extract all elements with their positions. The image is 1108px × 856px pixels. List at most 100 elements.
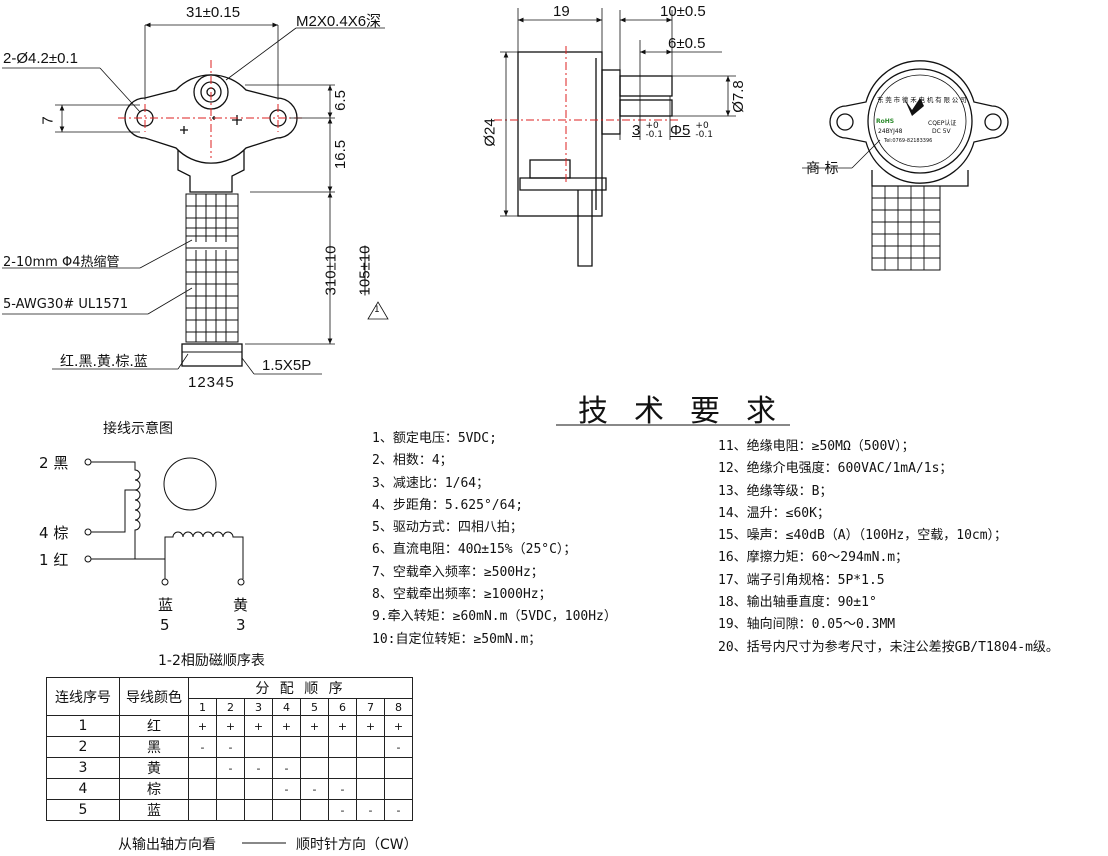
side-dimension-lines <box>500 8 736 217</box>
cell <box>384 778 413 800</box>
spec-item: 11、绝缘电阻：≥50MΩ（500V）； <box>718 439 915 454</box>
row-no: 2 <box>46 736 120 758</box>
cell <box>272 736 301 758</box>
table-row: 3 黄 - - - <box>46 757 413 779</box>
row-no: 4 <box>46 778 120 800</box>
front-dimension-lines <box>2 22 389 375</box>
step-header: 2 <box>216 698 245 716</box>
table-row: 4 棕 - - - <box>46 778 413 800</box>
row-no: 5 <box>46 799 120 821</box>
spec-item: 10:自定位转矩：≥50mN.m； <box>372 631 542 647</box>
spec-item: 4、步距角：5.625°/64; <box>372 497 524 513</box>
note-mark: 1 <box>374 305 380 315</box>
dim-7: 7 <box>39 116 57 125</box>
pin2-color: 黑 <box>53 454 69 472</box>
trademark-label: 商 标 <box>806 161 839 177</box>
sequence-table-title: 1-2相励磁顺序表 <box>158 653 265 669</box>
spec-item: 7、空载牵入频率：≥500Hz； <box>372 564 544 580</box>
step-header: 7 <box>356 698 385 716</box>
step-header: 6 <box>328 698 357 716</box>
table-row: 1 红 + + + + + + + + <box>46 715 413 737</box>
dim-10: 10±0.5 <box>660 3 706 20</box>
tol-3-base: 3 <box>632 122 641 139</box>
col-wire-color: 导线颜色 <box>119 677 189 716</box>
cell <box>272 799 301 821</box>
cell: + <box>272 715 301 737</box>
cell: + <box>384 715 413 737</box>
spec-item: 15、噪声：≤40dB（A）（100Hz，空载，10cm）； <box>718 528 1008 544</box>
footer-left: 从输出轴方向看 <box>118 837 216 853</box>
tol-3-upper: +0 <box>645 120 659 131</box>
cell <box>216 778 245 800</box>
cell <box>188 778 217 800</box>
tol-3: 3 +0 -0.1 <box>632 120 663 140</box>
row-color: 蓝 <box>119 799 189 821</box>
cell <box>244 799 273 821</box>
cell <box>356 736 385 758</box>
pin5-color: 蓝 <box>158 596 174 614</box>
cell: + <box>356 715 385 737</box>
dim-screw: M2X0.4X6深 <box>296 13 382 30</box>
cell <box>300 799 329 821</box>
badge-voltage: DC 5V <box>932 128 951 135</box>
dim-19: 19 <box>553 3 570 20</box>
pin4-label: 4 棕 <box>39 522 68 543</box>
step-header: 3 <box>244 698 273 716</box>
pin-numbers: 12345 <box>188 374 235 391</box>
dim-6-5: 6.5 <box>331 90 349 111</box>
dim-cable-alt: 105±10 <box>356 245 374 296</box>
pin3-num: 3 <box>236 616 246 634</box>
cell: - <box>244 757 273 779</box>
cell: + <box>328 715 357 737</box>
dim-16-5: 16.5 <box>332 139 350 170</box>
step-header: 8 <box>384 698 413 716</box>
pin1-color: 红 <box>53 551 69 569</box>
badge-text-arc: 东 莞 市 德 禾 电 机 有 限 公 司 <box>877 95 967 104</box>
cell <box>300 736 329 758</box>
spec-item: 12、绝缘介电强度：600VAC/1mA/1s； <box>718 461 953 477</box>
cell <box>384 757 413 779</box>
spec-item: 9.牵入转矩：≥60mN.m（5VDC，100Hz） <box>372 609 617 625</box>
spec-item: 8、空载牵出频率：≥1000Hz； <box>372 587 552 603</box>
spec-item: 19、轴向间隙：0.05～0.3MM <box>718 617 896 633</box>
step-header: 1 <box>188 698 217 716</box>
pin4-num: 4 <box>39 524 49 542</box>
spec-list-right: 11、绝缘电阻：≥50MΩ（500V）； 12、绝缘介电强度：600VAC/1m… <box>718 436 1059 659</box>
cell <box>188 757 217 779</box>
pin1-label: 1 红 <box>39 549 68 570</box>
cell <box>356 757 385 779</box>
cell: - <box>272 778 301 800</box>
pin4-color: 棕 <box>53 524 69 542</box>
wiring-title: 接线示意图 <box>103 421 173 437</box>
spec-item: 5、驱动方式：四相八拍； <box>372 520 523 536</box>
cell: - <box>328 799 357 821</box>
logo-mark <box>904 98 924 116</box>
row-color: 红 <box>119 715 189 737</box>
dim-cable-length: 310±10 <box>322 245 340 296</box>
cell: - <box>272 757 301 779</box>
step-header: 5 <box>300 698 329 716</box>
row-color: 黑 <box>119 736 189 758</box>
cell <box>244 778 273 800</box>
wire-colors-label: 红.黑.黄.棕.蓝 <box>60 354 148 370</box>
spec-item: 20、括号内尺寸为参考尺寸，未注公差按GB/T1804-m级。 <box>718 639 1059 655</box>
cable-bundle <box>181 193 243 367</box>
spec-item: 13、绝缘等级：B； <box>718 483 833 499</box>
front-center-lines <box>118 60 305 158</box>
cell: + <box>188 715 217 737</box>
side-view-motor <box>517 51 673 267</box>
spec-item: 18、输出轴垂直度：90±1° <box>718 595 877 611</box>
cell: - <box>216 736 245 758</box>
pin3-color: 黄 <box>233 596 249 614</box>
cell <box>328 757 357 779</box>
pin2-label: 2 黑 <box>39 452 68 473</box>
cell <box>328 736 357 758</box>
table-row: 5 蓝 - - - <box>46 799 413 821</box>
spec-title: 技术要求 <box>578 394 802 429</box>
spec-item: 6、直流电阻：40Ω±15%（25°C）； <box>372 542 577 558</box>
cell <box>300 757 329 779</box>
spec-item: 1、额定电压：5VDC; <box>372 431 497 446</box>
cell: - <box>356 799 385 821</box>
footer-right: 顺时针方向（CW） <box>296 837 418 853</box>
dim-d24: Ø24 <box>481 118 499 147</box>
